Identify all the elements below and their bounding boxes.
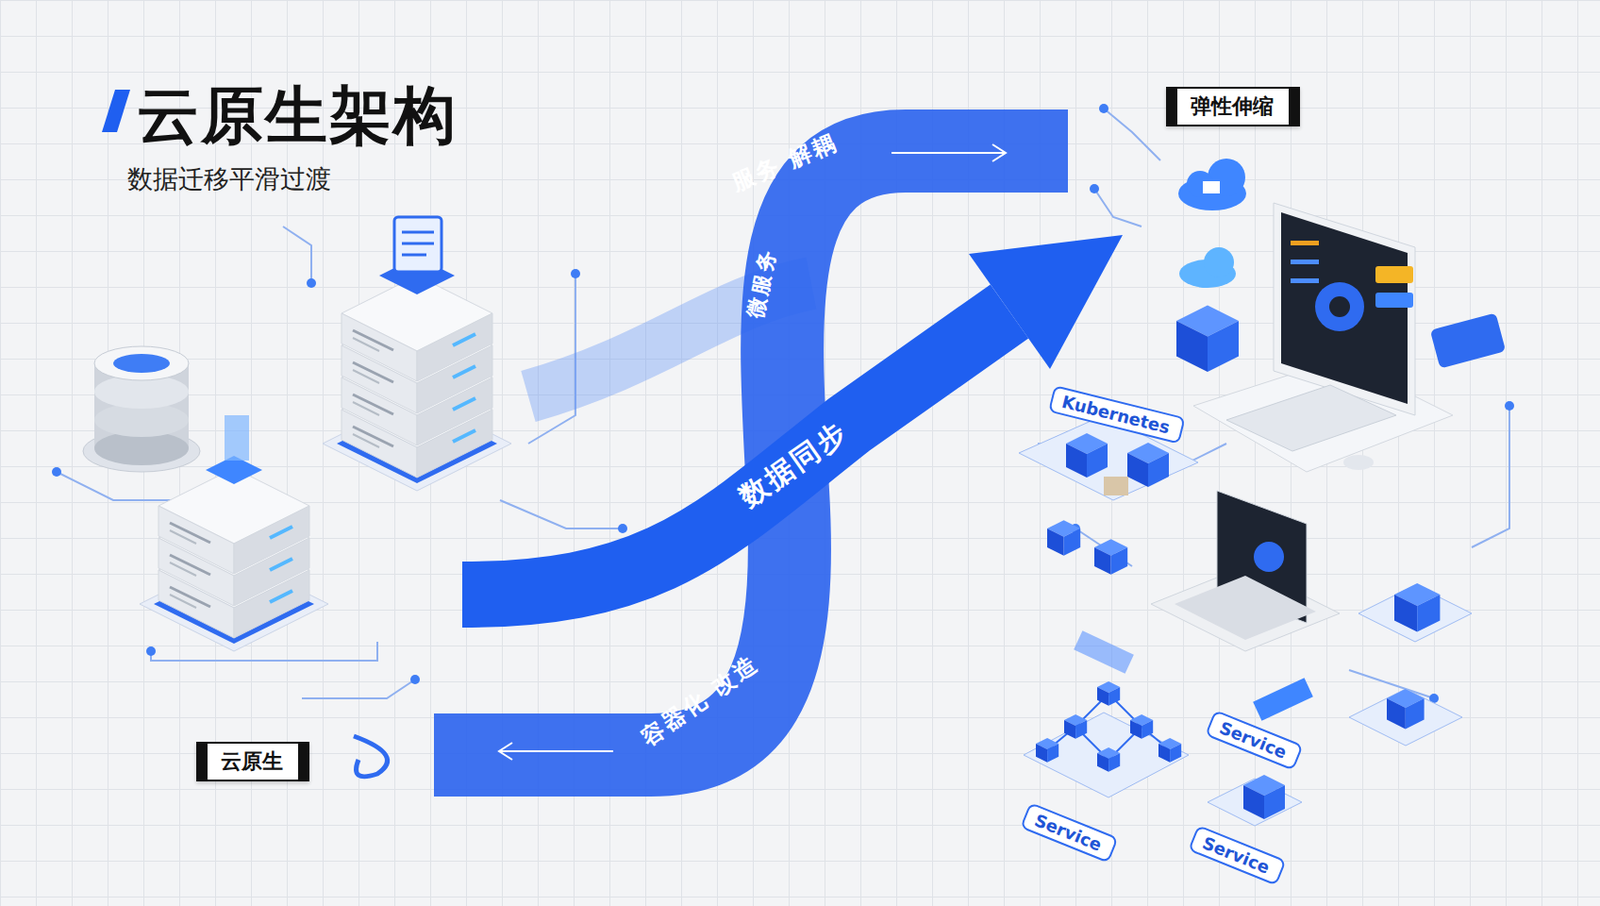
band-label: 容器化 改造 bbox=[634, 648, 766, 752]
node-text: Kubernetes bbox=[1060, 391, 1175, 438]
caption: 数据迁移平滑过渡 bbox=[127, 162, 332, 197]
service-pill: Service bbox=[1187, 824, 1287, 886]
band-label: 微服务 bbox=[741, 245, 784, 321]
platform-pill: Kubernetes bbox=[1048, 384, 1186, 445]
tag-label: 弹性伸缩 bbox=[1166, 86, 1300, 127]
service-pill: Service bbox=[1019, 801, 1119, 864]
node-text: 弹性伸缩 bbox=[1190, 92, 1276, 121]
node-text: Service bbox=[1200, 832, 1275, 878]
title: 云原生架构 bbox=[136, 73, 458, 159]
tag-label: 云原生 bbox=[196, 741, 310, 782]
band-label: 服务 解耦 bbox=[727, 127, 844, 198]
service-pill: Service bbox=[1204, 709, 1304, 771]
node-text: Service bbox=[1216, 716, 1292, 763]
band-label: 数据同步 bbox=[732, 412, 857, 516]
node-text: Service bbox=[1032, 809, 1107, 855]
node-text: 云原生 bbox=[220, 747, 285, 776]
